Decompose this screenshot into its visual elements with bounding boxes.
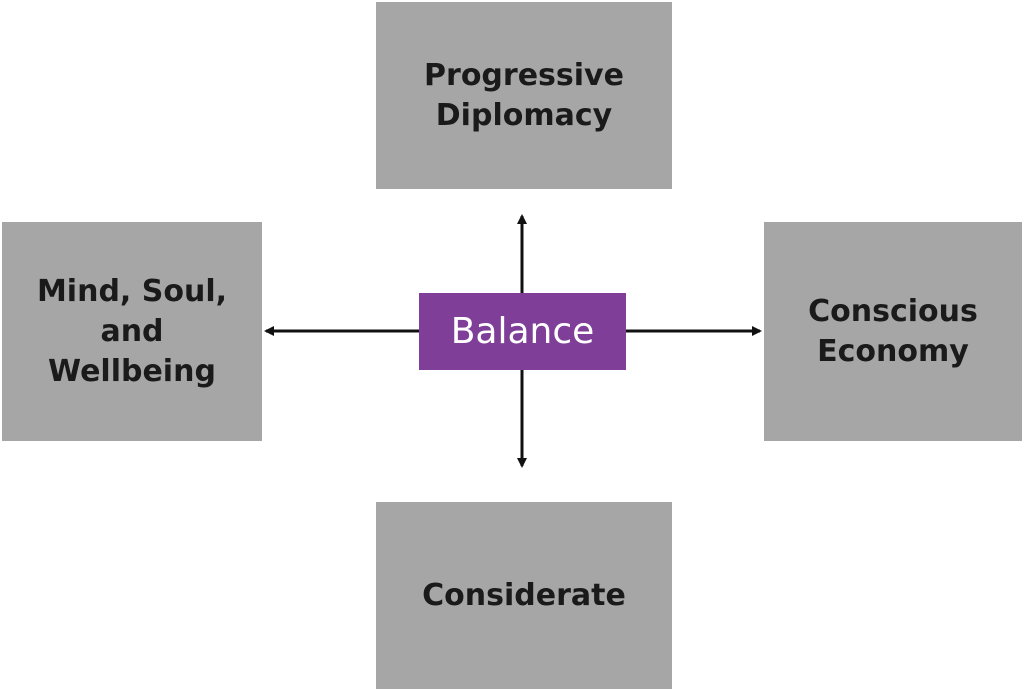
node-label: Conscious Economy — [808, 293, 978, 369]
node-label: Considerate — [422, 577, 626, 613]
node-label: Mind, Soul, and Wellbeing — [36, 273, 228, 389]
node-label: Progressive Diplomacy — [424, 57, 624, 133]
node-considerate: Considerate — [376, 502, 672, 689]
node-conscious-economy: Conscious Economy — [764, 222, 1022, 441]
center-label: Balance — [450, 311, 595, 352]
node-mind-soul-wellbeing: Mind, Soul, and Wellbeing — [2, 222, 262, 441]
center-node-balance: Balance — [419, 293, 626, 370]
node-progressive-diplomacy: Progressive Diplomacy — [376, 2, 672, 189]
